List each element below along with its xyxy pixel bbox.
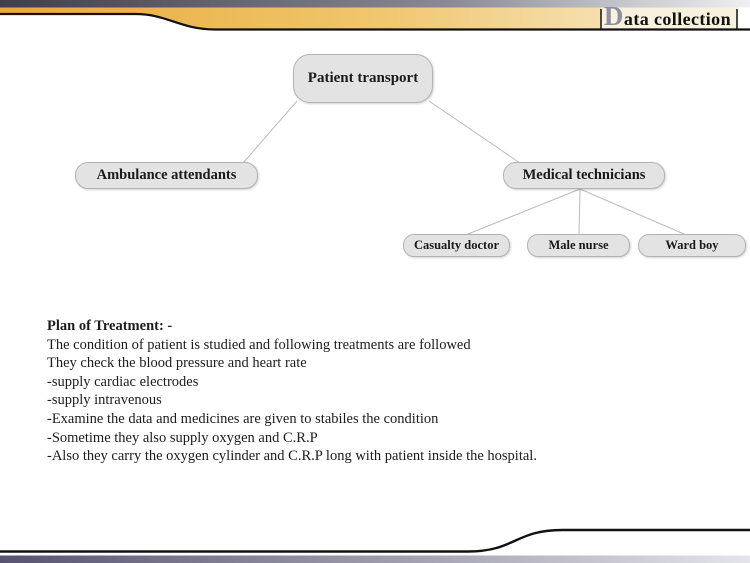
header-swoosh-line [0,12,750,31]
page-title-rest: ata collection [623,9,731,29]
treatment-line: They check the blood pressure and heart … [47,355,307,372]
diagram-node-ward-boy: Ward boy [638,234,746,257]
diagram-node-patient-transport: Patient transport [293,54,433,103]
footer-swoosh-line [0,528,750,553]
gold-band [0,7,750,30]
treatment-heading: Plan of Treatment: - [47,318,173,334]
edge-medical-technicians-male-nurse [578,188,581,235]
diagram-node-medical-technicians: Medical technicians [503,162,665,189]
treatment-line: The condition of patient is studied and … [47,336,471,353]
edge-medical-technicians-casualty-doctor [467,188,581,235]
diagram-node-ambulance-attendants: Ambulance attendants [75,162,258,189]
header-band [0,0,750,31]
treatment-line: -Also they carry the oxygen cylinder and… [47,448,537,465]
title-box-right-gap [738,7,750,30]
treatment-line: -supply intravenous [47,392,162,409]
treatment-line: -supply cardiac electrodes [47,373,199,390]
page-title: Data collection [604,3,731,34]
edge-patient-transport-medical-technicians [428,100,521,164]
top-gradient-strip [0,0,750,8]
bottom-gradient-strip [0,555,750,563]
diagram-node-male-nurse: Male nurse [527,234,630,257]
treatment-line: -Examine the data and medicines are give… [47,410,439,427]
edge-medical-technicians-ward-boy [579,188,685,235]
edge-patient-transport-ambulance-attendants [242,100,298,164]
treatment-text-block: Plan of Treatment: - The condition of pa… [47,317,707,466]
footer-band [0,528,750,563]
diagram-node-casualty-doctor: Casualty doctor [403,234,510,257]
treatment-line: -Sometime they also supply oxygen and C.… [47,429,318,446]
page-title-initial: D [603,1,624,31]
title-box [601,7,737,30]
